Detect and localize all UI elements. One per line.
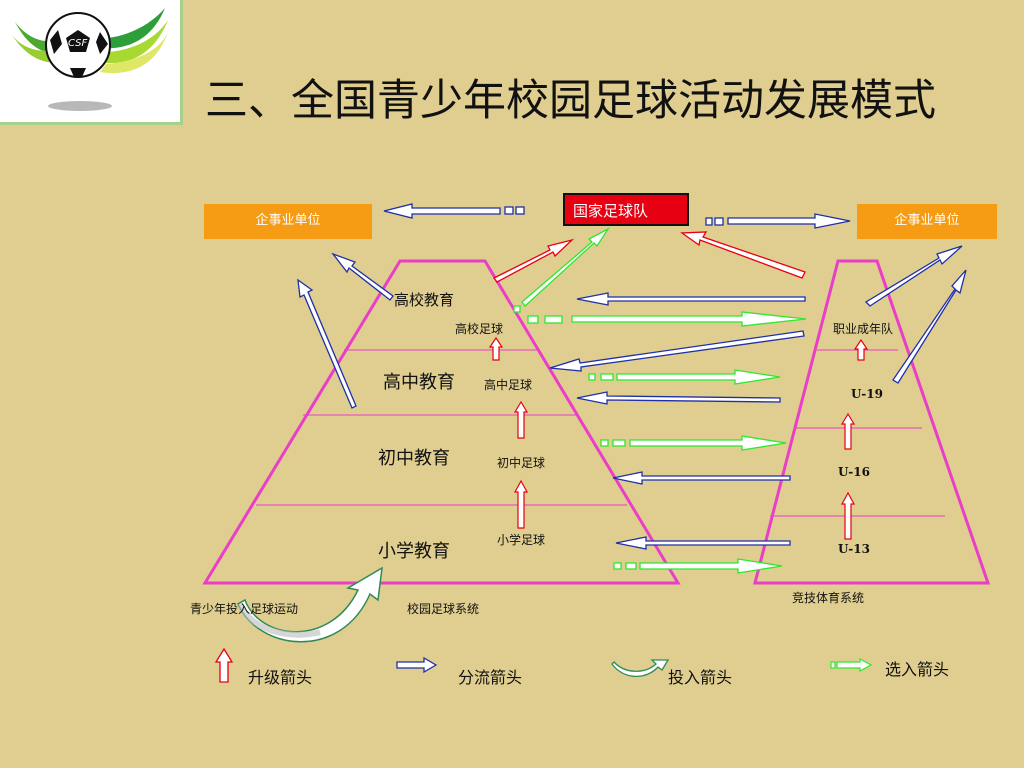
- level-u19: U-19: [851, 387, 883, 401]
- selection-dash-8: [613, 562, 622, 570]
- legend-diversion-label: 分流箭头: [458, 668, 523, 687]
- diversion-arrow-right-2: [892, 269, 967, 384]
- campus-pyramid: [202, 259, 681, 585]
- legend-upgrade-label: 升级箭头: [248, 668, 313, 687]
- level-u13: U-13: [838, 542, 870, 556]
- upgrade-arrows: [488, 336, 869, 540]
- enterprise-box-right: 企事业单位: [857, 204, 997, 239]
- national-team-box: 国家足球队: [563, 193, 689, 226]
- diversion-arrow-top-right: [727, 213, 851, 229]
- competitive-pyramid: [753, 259, 991, 585]
- upgrade-arrow-campus-to-national: [493, 238, 575, 283]
- upgrade-arrow-pro-to-national: [680, 231, 806, 279]
- football-logo-icon: CSF: [12, 8, 168, 111]
- upgrade-arrow-3: [513, 479, 529, 529]
- diversion-dash-3: [705, 217, 713, 226]
- selection-dash-7: [612, 439, 626, 447]
- selection-arrow-1: [571, 311, 807, 327]
- diversion-arrow-mid-5: [615, 536, 791, 550]
- selection-arrow-3: [629, 435, 787, 451]
- diversion-dash-1: [504, 206, 514, 215]
- diversion-arrow-mid-2: [549, 330, 805, 372]
- selection-arrow-2: [616, 369, 781, 385]
- diversion-arrow-mid-4: [612, 471, 791, 485]
- input-label: 青少年投入足球运动: [190, 602, 299, 616]
- legend-selection-label: 选入箭头: [885, 660, 950, 679]
- diversion-dash-2: [515, 206, 525, 215]
- selection-dash-5: [600, 373, 614, 381]
- level-primary-school: 小学教育: [378, 541, 450, 562]
- football-high-school: 高中足球: [484, 378, 533, 392]
- football-university: 高校足球: [455, 322, 504, 336]
- diversion-arrow-top-left: [383, 203, 501, 219]
- legend-input-label: 投入箭头: [668, 668, 733, 687]
- diversion-arrow-mid-1: [576, 292, 806, 306]
- upgrade-arrow-5: [840, 412, 856, 450]
- level-u16: U-16: [838, 465, 870, 479]
- upgrade-arrow-4: [853, 338, 869, 361]
- level-high-school: 高中教育: [383, 372, 455, 393]
- diversion-arrow-right-1: [864, 245, 963, 307]
- football-middle-school: 初中足球: [497, 456, 546, 470]
- upgrade-arrow-6: [840, 491, 856, 540]
- selection-dash-6: [600, 439, 609, 447]
- diversion-arrow-icon: [396, 656, 438, 674]
- upgrade-arrow-icon: [214, 647, 234, 683]
- logo-text: CSF: [68, 38, 88, 49]
- selection-dash-3: [544, 315, 563, 324]
- selection-dash-1: [513, 305, 521, 313]
- page-title: 三、全国青少年校园足球活动发展模式: [205, 76, 936, 126]
- selection-dash-9: [625, 562, 637, 570]
- selection-dash-2: [527, 315, 539, 324]
- selection-dash-4: [588, 373, 596, 381]
- diversion-arrow-left-2: [297, 278, 357, 409]
- level-middle-school: 初中教育: [378, 448, 450, 469]
- diversion-dash-4: [714, 217, 724, 226]
- input-arrow-icon: [611, 659, 670, 678]
- campus-system-caption: 校园足球系统: [407, 602, 480, 616]
- upgrade-arrow-1: [488, 336, 504, 361]
- enterprise-box-left: 企事业单位: [204, 204, 372, 239]
- input-arrow: [237, 566, 383, 643]
- selection-arrow-4: [639, 558, 783, 574]
- level-university: 高校教育: [394, 291, 455, 309]
- selection-arrow-icon: [830, 657, 873, 673]
- selection-arrow-to-national: [521, 227, 610, 307]
- football-primary-school: 小学足球: [497, 533, 546, 547]
- diversion-arrow-left-1: [331, 252, 394, 301]
- level-pro-adult: 职业成年队: [833, 322, 894, 336]
- upgrade-arrow-2: [513, 400, 529, 439]
- competitive-system-caption: 竞技体育系统: [792, 591, 865, 605]
- csf-logo: CSF: [0, 0, 183, 125]
- diversion-arrow-mid-3: [576, 391, 781, 405]
